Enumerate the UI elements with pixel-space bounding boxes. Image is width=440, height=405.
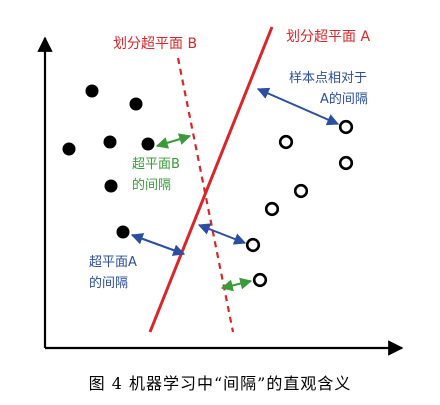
hollow-point <box>293 183 309 199</box>
filled-point <box>104 179 118 193</box>
sample-gap-label-line2: A的间隔 <box>320 91 368 107</box>
hollow-point <box>252 272 268 288</box>
filled-point <box>116 225 130 239</box>
hollow-point <box>278 134 294 150</box>
filled-point <box>129 97 143 111</box>
hollow-points <box>245 119 354 288</box>
gap-a-arrow-right <box>197 223 247 245</box>
hyperplane-a-label: 划分超平面 A <box>286 29 370 45</box>
figure-caption: 图 4 机器学习中“间隔”的直观含义 <box>88 374 352 393</box>
sample-gap-arrow <box>256 87 340 126</box>
filled-point <box>85 84 99 98</box>
gap-b-arrow-left <box>155 133 192 149</box>
gap-a-arrow-left <box>130 233 186 256</box>
gap-b-label-line1: 超平面B <box>132 157 180 172</box>
gap-b-label-line2: 的间隔 <box>132 177 171 193</box>
hollow-point <box>264 201 280 217</box>
hyperplane-b-label: 划分超平面 B <box>113 36 197 52</box>
gap-a-label-line2: 的间隔 <box>89 275 128 291</box>
hollow-point <box>338 155 354 171</box>
filled-point <box>103 135 117 149</box>
filled-point <box>141 137 155 151</box>
hyperplane-a-line <box>148 26 274 333</box>
sample-gap-label-line1: 样本点相对于 <box>289 71 367 86</box>
gap-b-arrow-right <box>220 277 253 292</box>
hollow-point <box>338 119 354 135</box>
filled-points <box>62 84 155 239</box>
gap-a-label-line1: 超平面A <box>89 255 137 270</box>
hollow-point <box>245 237 261 253</box>
filled-point <box>62 142 76 156</box>
